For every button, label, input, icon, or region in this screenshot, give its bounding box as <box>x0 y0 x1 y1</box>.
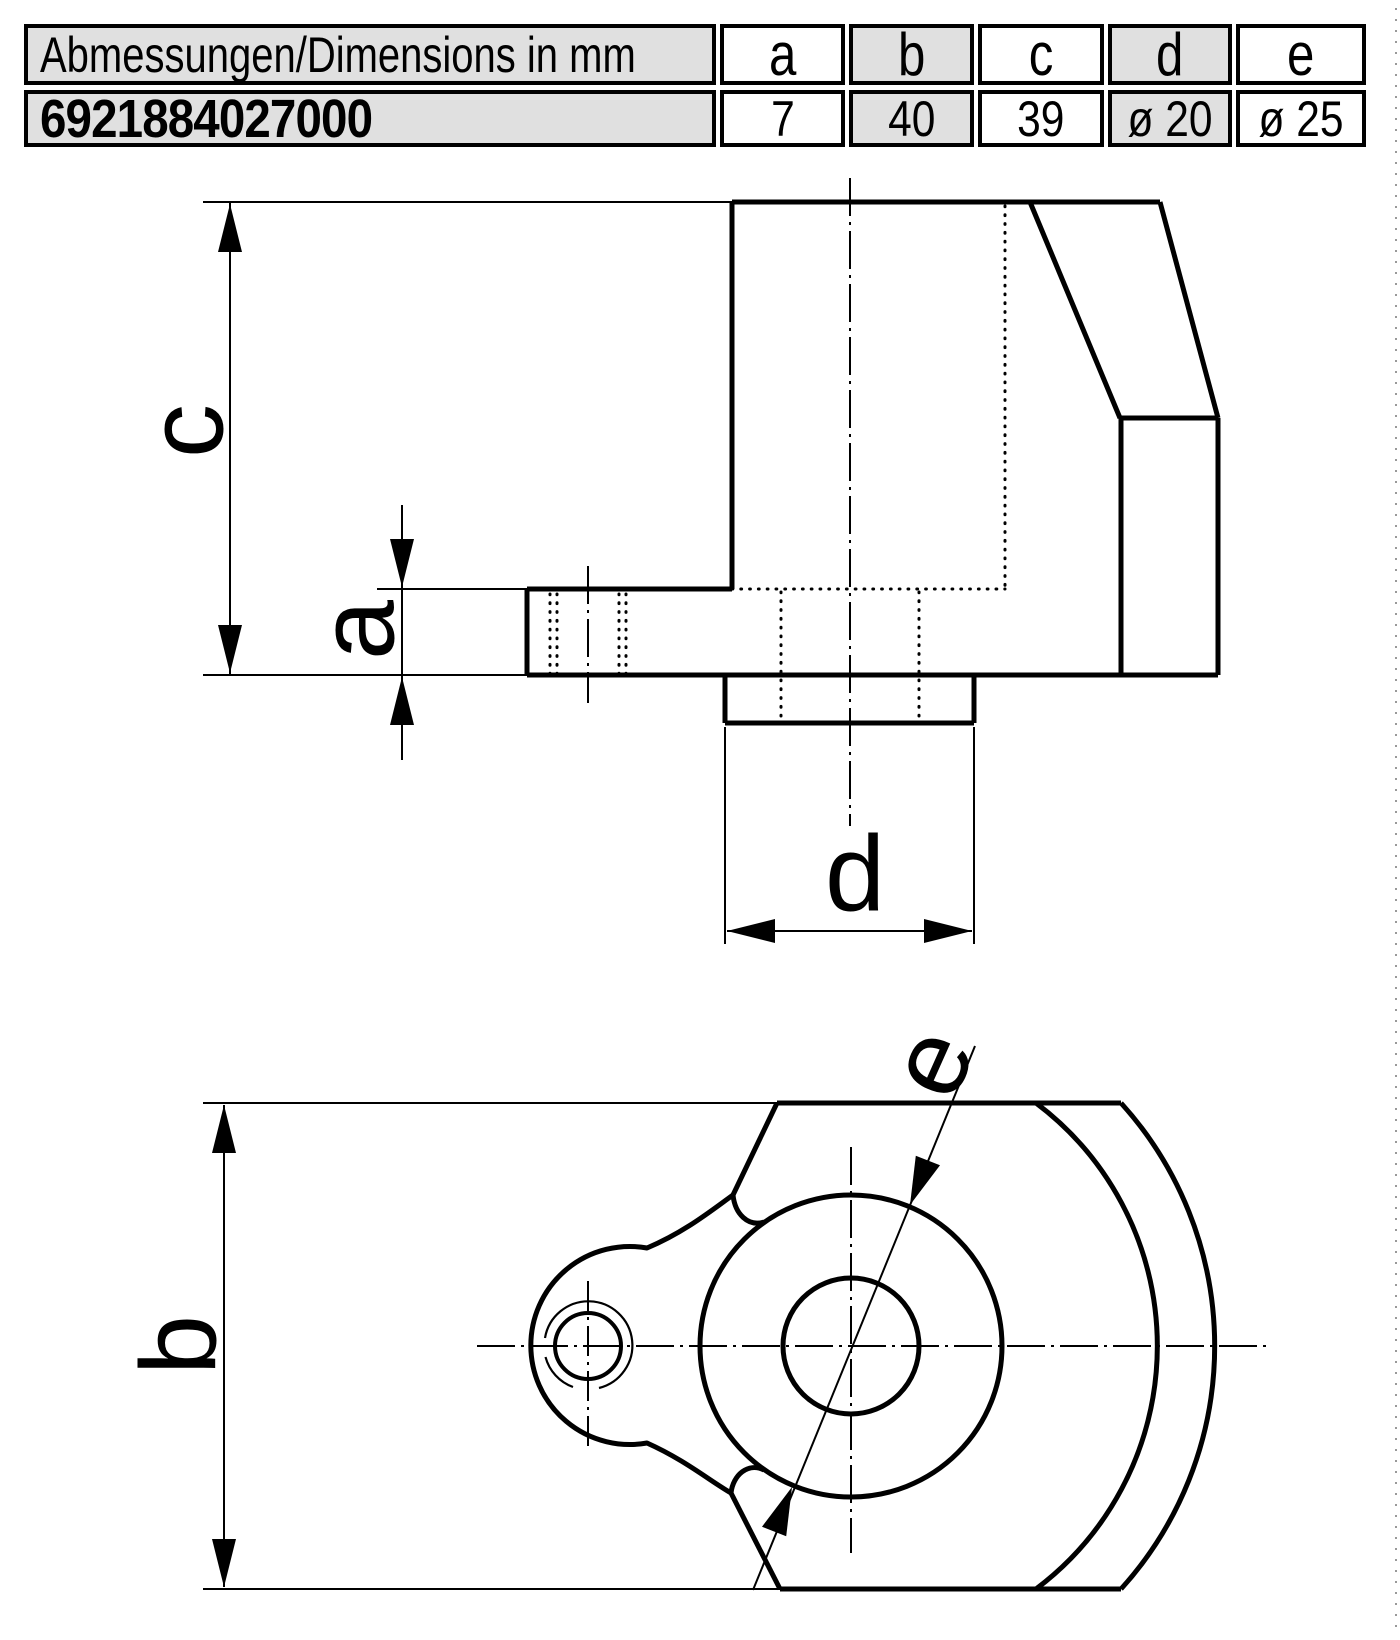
value-e-cell: ø 25 <box>1236 90 1366 147</box>
bottom-notch-hook <box>728 1465 766 1494</box>
arrowhead-c-top <box>218 204 242 252</box>
value-c-cell: 39 <box>978 90 1104 147</box>
arrowhead-b-top <box>212 1105 236 1153</box>
rim-outer-arc <box>1119 1101 1218 1591</box>
arrowhead-c-bottom <box>218 625 242 673</box>
value-a-cell: 7 <box>720 90 845 147</box>
dimension-label-b: b <box>118 1315 239 1375</box>
table-col-d-header: d <box>1108 24 1232 85</box>
table-header-label: Abmessungen/Dimensions in mm <box>40 26 636 83</box>
dimension-e: e <box>752 1010 998 1591</box>
side-view-hidden-lines <box>548 204 1007 725</box>
dimension-label-c: c <box>125 404 246 458</box>
thread-arc-1 <box>543 1300 634 1390</box>
top-view-centerlines <box>477 1147 1267 1553</box>
side-view: c a d <box>125 178 1221 944</box>
side-view-outline <box>524 199 1221 726</box>
top-notch-hook <box>730 1194 765 1226</box>
part-number-cell: 6921884027000 <box>24 90 716 147</box>
value-b-cell: 40 <box>849 90 974 147</box>
value-d-cell: ø 20 <box>1108 90 1232 147</box>
top-view: b e <box>118 1010 1267 1592</box>
arrowhead-a-top <box>390 539 414 587</box>
arrowhead-d-left <box>727 919 775 943</box>
dimension-label-a: a <box>296 599 417 660</box>
thread-arc-2 <box>544 1356 574 1389</box>
table-col-c-header: c <box>978 24 1104 85</box>
table-header-cell: Abmessungen/Dimensions in mm <box>24 24 716 85</box>
table-col-b-header: b <box>849 24 974 85</box>
arrowhead-e-bottom <box>762 1487 792 1537</box>
table-col-a-header: a <box>720 24 845 85</box>
side-view-centerlines <box>587 178 851 826</box>
dimension-b: b <box>118 1102 780 1590</box>
dimension-label-e: e <box>863 1010 998 1114</box>
dimension-c: c <box>125 201 732 676</box>
part-number: 6921884027000 <box>40 90 373 147</box>
dimensions-table: Abmessungen/Dimensions in mm a b c d e 6… <box>24 24 1366 147</box>
arrowhead-a-bottom <box>390 677 414 725</box>
dimension-d: d <box>724 727 975 944</box>
arrowhead-d-right <box>924 919 972 943</box>
table-col-e-header: e <box>1236 24 1366 85</box>
dimension-label-d: d <box>825 813 885 934</box>
arrowhead-b-bottom <box>212 1539 236 1587</box>
dimension-a: a <box>296 505 527 760</box>
lobe-outline <box>528 1192 735 1496</box>
arrowhead-e-top <box>910 1155 940 1205</box>
